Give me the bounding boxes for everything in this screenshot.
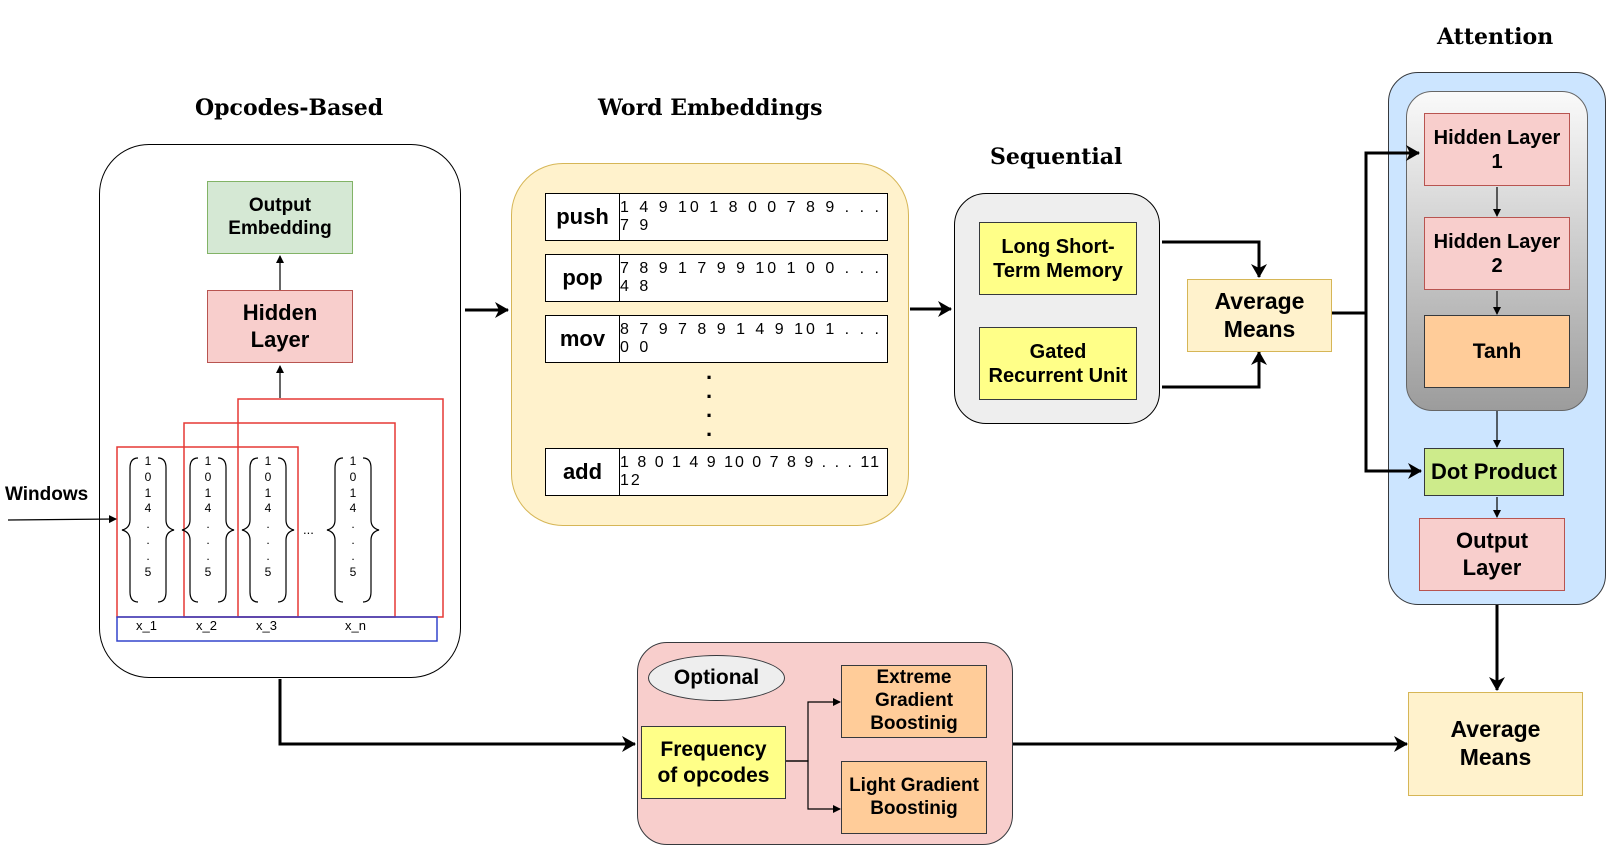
opcodes-based-title: Opcodes-Based (195, 95, 384, 121)
lstm-box: Long Short-Term Memory (979, 222, 1137, 295)
embedding-op: add (546, 449, 620, 495)
embedding-vector: 7 8 9 1 7 9 9 10 1 0 0 . . . 4 8 (620, 260, 882, 295)
xgb-box: Extreme Gradient Boostinig (841, 665, 987, 738)
x3-label: x_3 (256, 618, 277, 633)
average-to-hidden1-arrow (1330, 145, 1420, 315)
vector-ellipsis: ... (303, 522, 314, 537)
final-average-means-box: Average Means (1408, 692, 1583, 796)
windows-arrow (7, 515, 117, 524)
word-embeddings-title: Word Embeddings (598, 95, 823, 121)
input-frame (116, 616, 438, 642)
freq-to-xgb-arrow (785, 698, 841, 762)
embedding-row-add: add 1 8 0 1 4 9 10 0 7 8 9 . . . 11 12 (545, 448, 888, 496)
average-to-dot-arrow (1364, 313, 1422, 479)
opcodes-to-optional-arrow (278, 679, 636, 752)
embedding-row-push: push 1 4 9 10 1 8 0 0 7 8 9 . . . 7 9 (545, 193, 888, 241)
embedding-vector: 8 7 9 7 8 9 1 4 9 10 1 . . . 0 0 (620, 321, 882, 356)
windows-label: Windows (5, 484, 89, 505)
hidden-layer-1-box: Hidden Layer 1 (1424, 113, 1570, 186)
sequential-title: Sequential (990, 144, 1123, 170)
embedding-row-pop: pop 7 8 9 1 7 9 9 10 1 0 0 . . . 4 8 (545, 254, 888, 302)
embedding-row-mov: mov 8 7 9 7 8 9 1 4 9 10 1 . . . 0 0 (545, 315, 888, 363)
tanh-box: Tanh (1424, 315, 1570, 388)
embedding-ellipsis: .... (706, 359, 713, 441)
lstm-to-average-arrow (1162, 240, 1267, 278)
hidden-layer-2-box: Hidden Layer 2 (1424, 217, 1570, 290)
gru-box: Gated Recurrent Unit (979, 327, 1137, 400)
gru-to-average-arrow (1162, 351, 1267, 389)
hidden-layer-box: Hidden Layer (207, 290, 353, 363)
embedding-vector: 1 8 0 1 4 9 10 0 7 8 9 . . . 11 12 (620, 454, 881, 489)
attention-title: Attention (1437, 24, 1554, 50)
lgb-box: Light Gradient Boostinig (841, 761, 987, 834)
dot-product-box: Dot Product (1424, 448, 1564, 496)
output-embedding-box: Output Embedding (207, 181, 353, 254)
output-layer-box: Output Layer (1419, 518, 1565, 591)
embedding-op: push (546, 194, 620, 240)
optional-label: Optional (648, 655, 785, 701)
embedding-op: pop (546, 255, 620, 301)
x2-label: x_2 (196, 618, 217, 633)
x1-label: x_1 (136, 618, 157, 633)
average-means-box: Average Means (1187, 279, 1332, 352)
vector-braces (121, 457, 380, 603)
embedding-op: mov (546, 316, 620, 362)
freq-to-lgb-arrow (785, 760, 841, 813)
frequency-box: Frequency of opcodes (641, 726, 786, 799)
embedding-vector: 1 4 9 10 1 8 0 0 7 8 9 . . . 7 9 (620, 199, 882, 234)
xn-label: x_n (345, 618, 366, 633)
